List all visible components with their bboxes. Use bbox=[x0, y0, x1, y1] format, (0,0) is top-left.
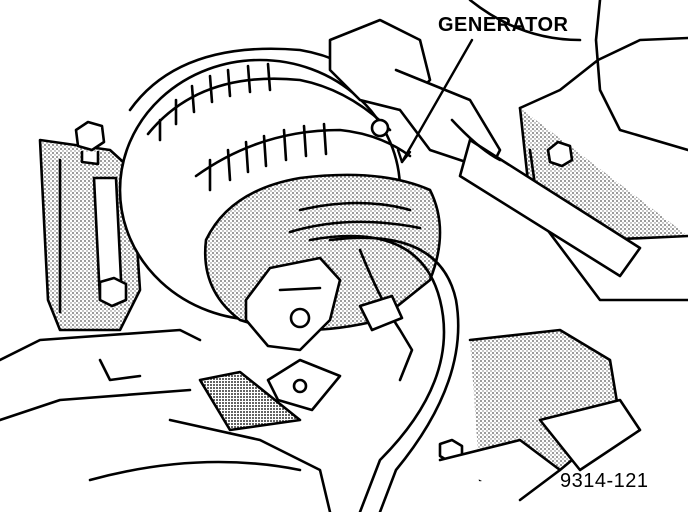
engine-block bbox=[88, 328, 642, 514]
figure-id-label: 9314-121 bbox=[560, 470, 649, 492]
engine-bracket bbox=[468, 0, 688, 302]
callout-leader bbox=[400, 38, 474, 164]
adjuster-rod bbox=[328, 18, 642, 278]
bolt-icon bbox=[74, 120, 574, 464]
generator-callout-label: GENERATOR bbox=[438, 14, 569, 36]
connector-icon bbox=[198, 234, 460, 514]
